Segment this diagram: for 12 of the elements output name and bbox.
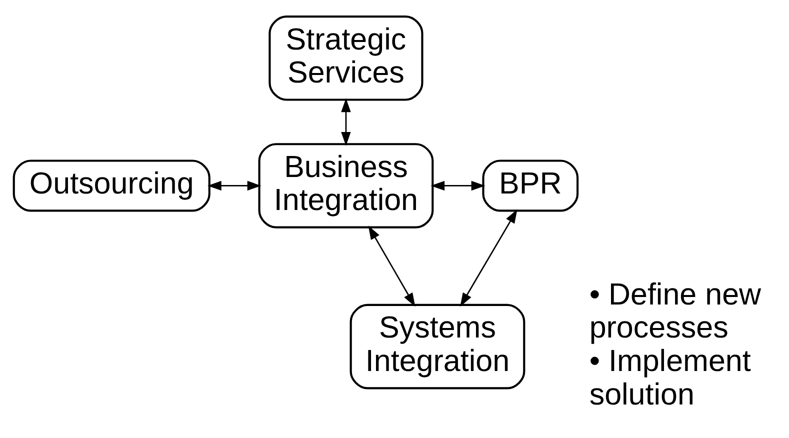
arrow <box>207 180 262 191</box>
label: • Define new processes <box>589 277 762 345</box>
arrow <box>368 226 416 307</box>
node-box: Systems Integration <box>350 304 526 390</box>
node-box: Strategic Services <box>268 16 424 101</box>
node-box: Outsourcing <box>12 160 210 212</box>
node-box: BPR <box>482 160 579 212</box>
arrow <box>460 209 518 307</box>
arrow <box>430 180 486 191</box>
node-box: Business Integration <box>258 143 434 228</box>
label: • Implement solution <box>589 344 751 412</box>
arrow <box>341 98 351 146</box>
